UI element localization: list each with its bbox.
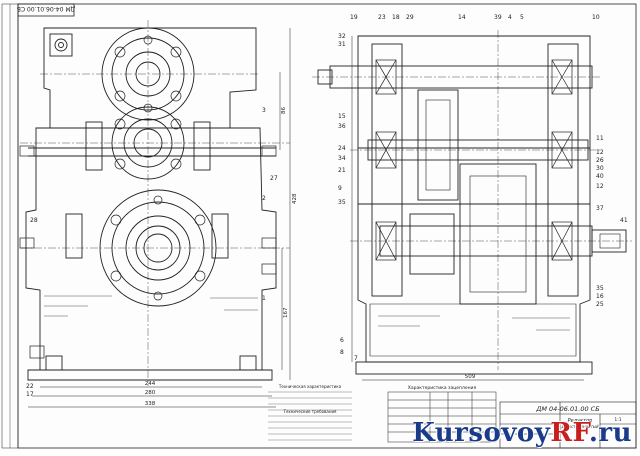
section-view-dimensions: [351, 36, 584, 381]
callout-side-21: 21: [338, 167, 346, 174]
callout-top-29: 29: [406, 14, 414, 21]
callout-side-35: 35: [338, 199, 346, 206]
callout-3: 3: [262, 107, 266, 114]
dim-167: 167: [283, 307, 289, 318]
watermark-logo: KursovoyRF.ru: [412, 418, 632, 448]
callout-side-24: 24: [338, 145, 346, 152]
drawing-number: ДМ 04-06.01.00 СБ: [535, 405, 600, 413]
top-stamp-code: ДМ 04-06.01.00 СБ: [17, 5, 76, 12]
mesh-characteristics-table: [387, 391, 497, 443]
tech-spec-title: Техническая характеристика: [278, 384, 342, 389]
callout-side-34: 34: [338, 155, 346, 162]
callout-b-6: 6: [340, 337, 344, 344]
callout-b-7: 7: [354, 355, 358, 362]
front-view: [19, 20, 290, 386]
title-name-2: двухступенчатый: [560, 424, 599, 429]
dim-280: 280: [145, 390, 156, 396]
tech-req-title: Технические требования: [283, 409, 338, 414]
technical-notes: [268, 391, 352, 441]
callout-top-23: 23: [378, 14, 386, 21]
callout-r-11: 11: [596, 135, 604, 142]
char-table-title: Характеристика зацепления: [408, 385, 477, 391]
callout-1: 1: [262, 295, 266, 302]
callout-top-14: 14: [458, 14, 466, 21]
callout-top-39: 39: [494, 14, 502, 21]
front-view-callouts: 3 2 1 27 28 22 17: [26, 107, 278, 398]
callout-28: 28: [30, 217, 38, 224]
callout-r-35: 35: [596, 285, 604, 292]
callout-r-16: 16: [596, 293, 604, 300]
dim-509: 509: [465, 374, 476, 380]
top-stamp-box: [17, 3, 75, 17]
callout-22: 22: [26, 383, 34, 390]
front-view-dimensions: [28, 28, 291, 408]
callout-side-36: 36: [338, 123, 346, 130]
callout-r-26: 26: [596, 157, 604, 164]
callout-top-4: 4: [508, 14, 512, 21]
callout-side-32: 32: [338, 33, 346, 40]
title-name-1: Редуктор: [568, 418, 593, 424]
callout-b-8: 8: [340, 349, 344, 356]
section-view-callouts: 19 23 18 29 14 39 4 5 10 32 31 15 36 24 …: [338, 14, 628, 362]
callout-r-37: 37: [596, 205, 604, 212]
dim-86: 86: [281, 107, 287, 114]
callout-top-5: 5: [520, 14, 524, 21]
title-block: [499, 401, 637, 449]
dim-428: 428: [292, 193, 298, 204]
callout-top-19: 19: [350, 14, 358, 21]
callout-side-9: 9: [338, 185, 342, 192]
callout-r-12: 12: [596, 149, 604, 156]
dim-338: 338: [145, 401, 156, 407]
dim-244: 244: [145, 381, 156, 387]
callout-side-15: 15: [338, 113, 346, 120]
callout-r-30: 30: [596, 165, 604, 172]
callout-side-31: 31: [338, 41, 346, 48]
callout-r-41: 41: [620, 217, 628, 224]
title-scale: 1:1: [614, 417, 621, 423]
callout-r-25: 25: [596, 301, 604, 308]
callout-27: 27: [270, 175, 278, 182]
callout-r-12b: 12: [596, 183, 604, 190]
callout-17: 17: [26, 391, 34, 398]
section-view: [312, 30, 632, 375]
callout-r-40: 40: [596, 173, 604, 180]
callout-top-18: 18: [392, 14, 400, 21]
callout-2: 2: [262, 195, 266, 202]
callout-top-10: 10: [592, 14, 600, 21]
